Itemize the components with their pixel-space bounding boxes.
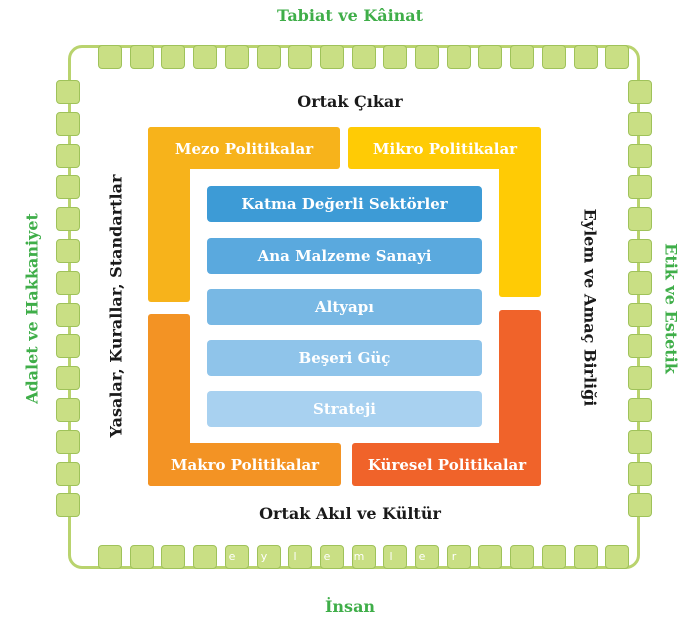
track-square-bottom xyxy=(98,545,122,569)
track-square-bottom xyxy=(193,545,217,569)
track-square-bottom xyxy=(510,545,534,569)
track-square-left xyxy=(56,493,80,517)
track-square-bottom xyxy=(574,545,598,569)
eylemler-letter: e xyxy=(418,550,426,563)
top-outer-label: Tabiat ve Kâinat xyxy=(276,6,424,25)
track-square-bottom xyxy=(447,545,471,569)
track-square-left xyxy=(56,430,80,454)
track-square-bottom xyxy=(352,545,376,569)
mezo-politikalar-label: Mezo Politikalar xyxy=(174,140,314,158)
track-square-right xyxy=(628,80,652,104)
track-square-bottom xyxy=(225,545,249,569)
track-square-top xyxy=(510,45,534,69)
track-square-top xyxy=(257,45,281,69)
track-square-bottom xyxy=(478,545,502,569)
bottom-outer-label: İnsan xyxy=(324,597,376,616)
track-square-top xyxy=(542,45,566,69)
track-square-top xyxy=(193,45,217,69)
track-square-bottom xyxy=(605,545,629,569)
right-outer-label: Etik ve Estetik xyxy=(661,243,681,374)
track-square-right xyxy=(628,303,652,327)
bottom-inner-label: Ortak Akıl ve Kültür xyxy=(259,504,441,523)
track-square-top xyxy=(225,45,249,69)
band-strateji: Strateji xyxy=(207,391,482,427)
track-square-bottom xyxy=(288,545,312,569)
band-katma-degerli-sektorler: Katma Değerli Sektörler xyxy=(207,186,482,222)
track-square-top xyxy=(605,45,629,69)
track-square-bottom xyxy=(130,545,154,569)
track-square-top xyxy=(320,45,344,69)
track-square-left xyxy=(56,207,80,231)
band-ana-malzeme-sanayi: Ana Malzeme Sanayi xyxy=(207,238,482,274)
band-altyapi: Altyapı xyxy=(207,289,482,325)
right-inner-label: Eylem ve Amaç Birliği xyxy=(580,208,600,407)
track-square-left xyxy=(56,271,80,295)
track-square-left xyxy=(56,366,80,390)
eylemler-letter: l xyxy=(293,550,297,563)
track-square-left xyxy=(56,239,80,263)
left-inner-label: Yasalar, Kurallar, Standartlar xyxy=(106,174,126,438)
track-square-left xyxy=(56,303,80,327)
track-square-left xyxy=(56,398,80,422)
track-square-right xyxy=(628,430,652,454)
track-square-left xyxy=(56,334,80,358)
eylemler-letter: r xyxy=(451,550,457,563)
track-square-left xyxy=(56,80,80,104)
track-square-left xyxy=(56,112,80,136)
eylemler-letter: e xyxy=(323,550,331,563)
eylemler-letter: m xyxy=(353,550,365,563)
track-square-top xyxy=(383,45,407,69)
track-square-right xyxy=(628,462,652,486)
track-square-right xyxy=(628,334,652,358)
track-square-top xyxy=(130,45,154,69)
eylemler-letter: l xyxy=(389,550,393,563)
track-square-bottom xyxy=(257,545,281,569)
band-beseri-guc: Beşeri Güç xyxy=(207,340,482,376)
track-square-right xyxy=(628,398,652,422)
track-square-right xyxy=(628,175,652,199)
track-square-right xyxy=(628,144,652,168)
track-square-top xyxy=(415,45,439,69)
track-square-bottom xyxy=(415,545,439,569)
kuresel-politikalar-label: Küresel Politikalar xyxy=(367,456,527,474)
track-square-top xyxy=(288,45,312,69)
left-outer-label: Adalet ve Hakkaniyet xyxy=(22,213,42,404)
track-square-bottom xyxy=(383,545,407,569)
track-square-right xyxy=(628,112,652,136)
track-square-bottom xyxy=(161,545,185,569)
track-square-right xyxy=(628,271,652,295)
eylemler-letter: y xyxy=(260,550,268,563)
eylemler-letter: e xyxy=(228,550,236,563)
makro-politikalar-label: Makro Politikalar xyxy=(170,456,320,474)
track-square-right xyxy=(628,239,652,263)
mikro-politikalar-label: Mikro Politikalar xyxy=(372,140,518,158)
track-square-top xyxy=(447,45,471,69)
track-square-right xyxy=(628,493,652,517)
top-inner-label: Ortak Çıkar xyxy=(297,92,403,111)
track-square-right xyxy=(628,366,652,390)
track-square-bottom xyxy=(320,545,344,569)
track-square-left xyxy=(56,462,80,486)
track-square-bottom xyxy=(542,545,566,569)
track-square-top xyxy=(161,45,185,69)
track-square-top xyxy=(352,45,376,69)
track-square-right xyxy=(628,207,652,231)
track-square-left xyxy=(56,175,80,199)
track-square-left xyxy=(56,144,80,168)
track-square-top xyxy=(98,45,122,69)
track-square-top xyxy=(478,45,502,69)
track-square-top xyxy=(574,45,598,69)
